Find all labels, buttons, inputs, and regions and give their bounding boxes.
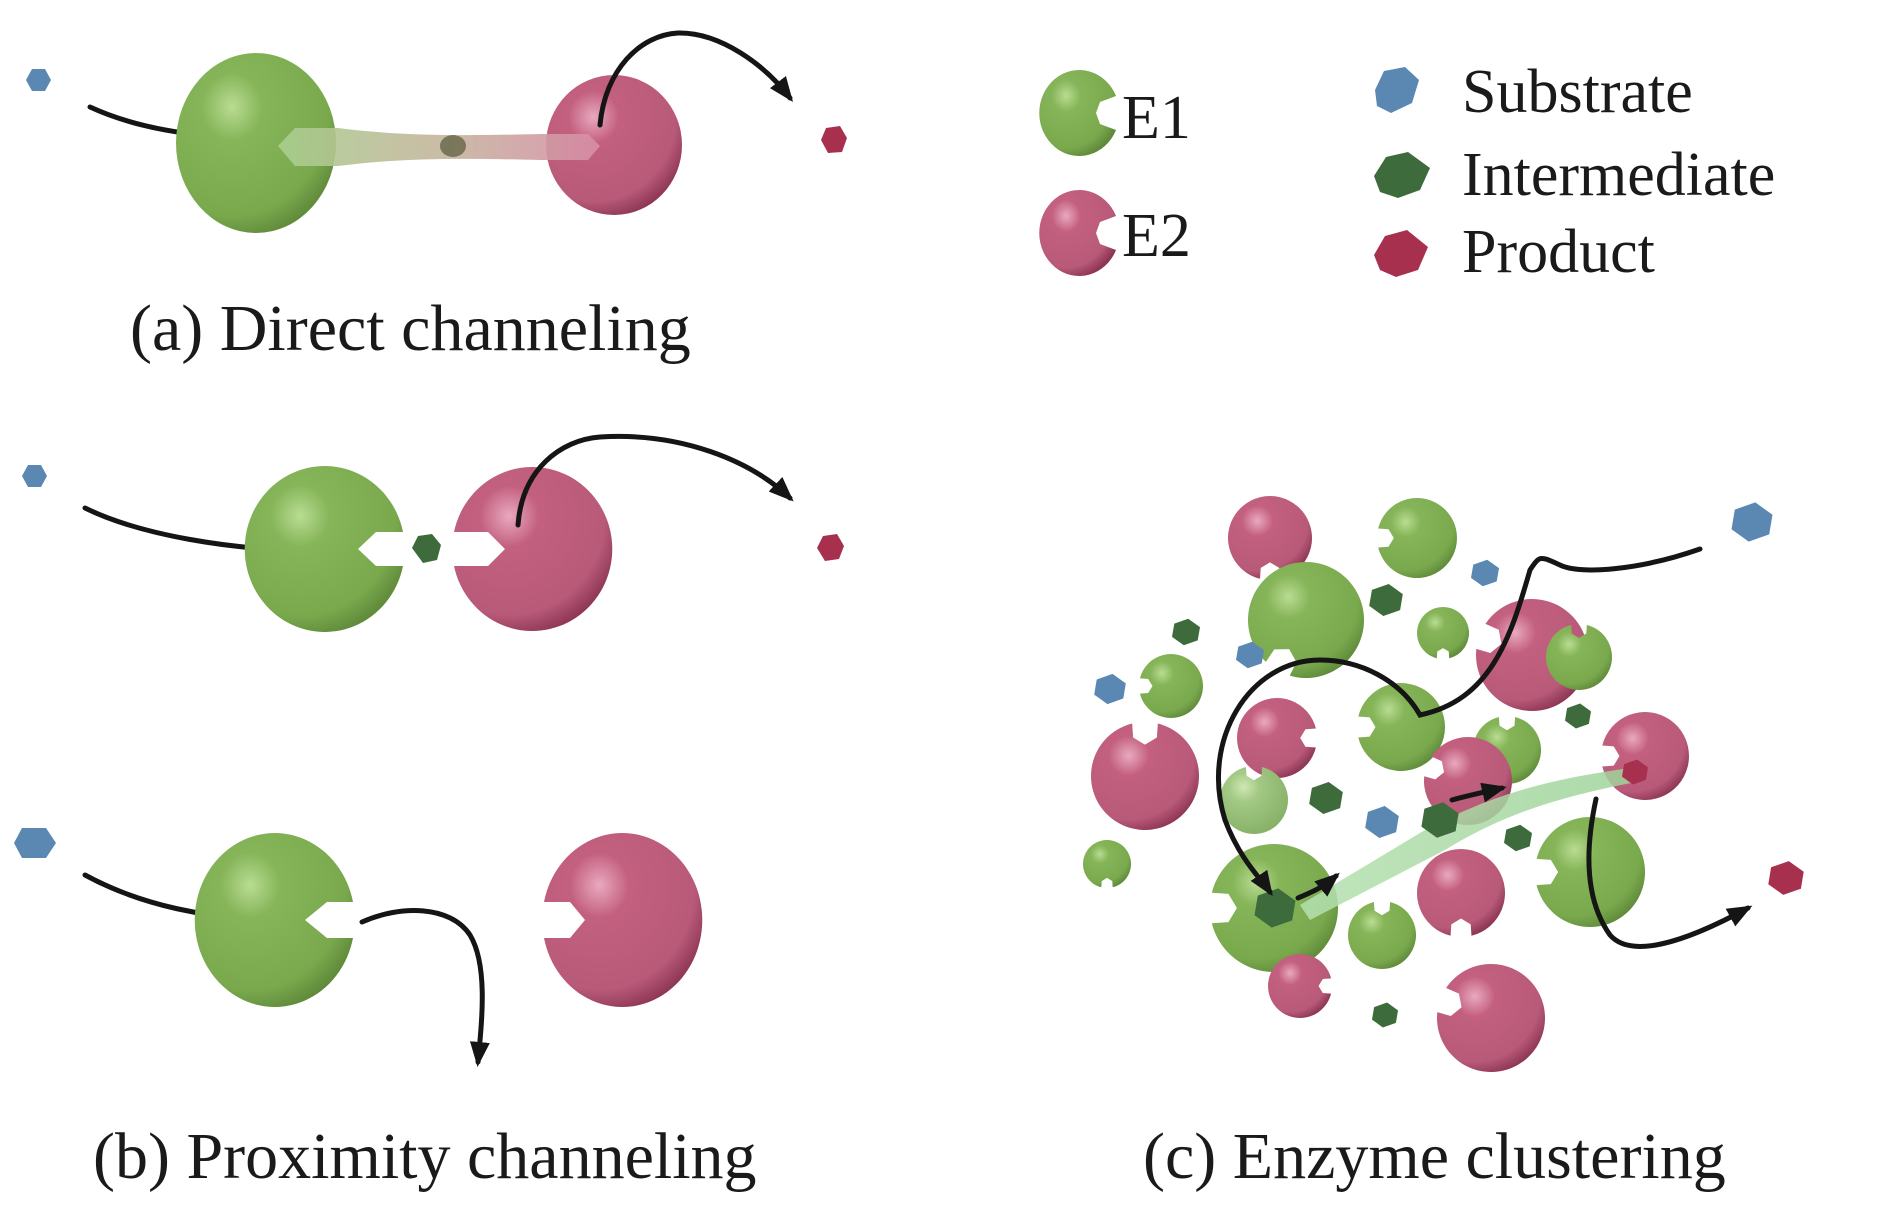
legend-item-product: Product xyxy=(1374,218,1655,286)
product-exit-arrow xyxy=(515,433,794,528)
cluster-intermediate-molecule xyxy=(1421,802,1459,838)
cluster-enzyme-e2 xyxy=(1602,712,1689,801)
enzyme-e2-icon xyxy=(1039,190,1116,277)
cluster-enzyme-e1 xyxy=(1347,901,1416,970)
clustering-channel xyxy=(1300,768,1636,920)
proximity-adjacent-pair xyxy=(22,433,844,633)
cluster-enzyme-e2 xyxy=(1268,954,1332,1018)
cluster-molecules xyxy=(1094,502,1804,1028)
cluster-enzyme-e2 xyxy=(1437,964,1545,1073)
substrate-molecule xyxy=(14,828,56,858)
channel-tunnel xyxy=(278,128,600,166)
legend-item-intermediate: Intermediate xyxy=(1374,141,1775,209)
legend-label-e1: E1 xyxy=(1122,84,1191,152)
cluster-enzymes xyxy=(1083,496,1689,1073)
enzyme-e1-icon xyxy=(1039,70,1116,156)
legend-label-e2: E2 xyxy=(1122,202,1191,270)
cluster-enzyme-e1 xyxy=(1358,682,1446,771)
cluster-enzyme-e1 xyxy=(1220,766,1288,834)
legend: E1 E2 Substrate Intermediate Product xyxy=(1039,58,1775,286)
cluster-enzyme-e2 xyxy=(1417,849,1506,936)
cluster-enzyme-e1 xyxy=(1546,624,1613,691)
intermediate-escape-arrow xyxy=(359,908,490,1067)
product-molecule xyxy=(817,534,844,561)
legend-item-e2: E2 xyxy=(1039,190,1191,277)
product-exit-arrow xyxy=(597,30,794,128)
cluster-substrate-molecule xyxy=(1236,641,1264,669)
intermediate-in-tunnel xyxy=(440,135,466,157)
proximity-separated-pair xyxy=(14,828,703,1067)
substrate-molecule xyxy=(22,465,47,487)
cluster-substrate-molecule xyxy=(1471,559,1499,587)
cluster-intermediate-molecule xyxy=(1565,703,1591,729)
intermediate-molecule xyxy=(412,534,441,563)
cluster-product-molecule xyxy=(1768,861,1804,895)
enzyme-e1 xyxy=(244,466,403,633)
caption-a: (a) Direct channeling xyxy=(130,292,691,365)
cluster-product-molecule xyxy=(1622,759,1648,785)
legend-label-substrate: Substrate xyxy=(1462,58,1693,126)
cluster-substrate-molecule xyxy=(1365,806,1399,838)
intermediate-hop-arrow-2 xyxy=(1449,782,1507,803)
intermediate-icon xyxy=(1374,152,1430,198)
cluster-intermediate-molecule xyxy=(1254,888,1296,928)
caption-b: (b) Proximity channeling xyxy=(93,1120,757,1193)
product-molecule xyxy=(821,126,847,153)
cluster-intermediate-molecule xyxy=(1369,584,1403,616)
cluster-enzyme-e1 xyxy=(1083,840,1131,888)
substrate-path-arrow xyxy=(1215,546,1703,897)
cluster-enzyme-e1 xyxy=(1417,607,1469,659)
panel-c-enzyme-clustering: (c) Enzyme clustering xyxy=(1083,496,1804,1193)
cluster-intermediate-molecule xyxy=(1372,1002,1398,1028)
panel-b-proximity-channeling: (b) Proximity channeling xyxy=(14,433,844,1193)
substrate-molecule xyxy=(26,69,51,91)
cluster-enzyme-e2 xyxy=(1228,496,1312,579)
cluster-intermediate-molecule xyxy=(1172,618,1200,646)
cluster-enzyme-e1 xyxy=(1378,498,1457,578)
legend-item-e1: E1 xyxy=(1039,70,1191,156)
product-icon xyxy=(1374,230,1428,277)
cluster-enzyme-e2 xyxy=(1237,698,1316,778)
cluster-enzyme-e2 xyxy=(1091,723,1200,831)
caption-c: (c) Enzyme clustering xyxy=(1143,1120,1726,1193)
cluster-intermediate-molecule xyxy=(1504,824,1532,852)
cluster-substrate-molecule xyxy=(1731,502,1773,542)
product-exit-arrow xyxy=(1586,796,1753,949)
cluster-intermediate-molecule xyxy=(1309,782,1343,814)
cluster-enzyme-e1 xyxy=(1248,562,1364,678)
enzyme-e1 xyxy=(176,53,336,233)
enzyme-e1 xyxy=(194,832,353,1007)
enzyme-e2 xyxy=(544,832,703,1007)
legend-item-substrate: Substrate xyxy=(1375,58,1693,126)
cluster-enzyme-e1 xyxy=(1139,654,1203,718)
intermediate-hop-arrow-1 xyxy=(1295,872,1340,901)
enzyme-e2 xyxy=(546,75,682,215)
legend-label-product: Product xyxy=(1462,218,1655,286)
enzyme-e2 xyxy=(454,467,613,631)
legend-label-intermediate: Intermediate xyxy=(1462,141,1775,209)
cluster-substrate-molecule xyxy=(1094,673,1126,705)
substrate-icon xyxy=(1375,67,1419,113)
panel-a-direct-channeling: (a) Direct channeling xyxy=(26,30,847,365)
